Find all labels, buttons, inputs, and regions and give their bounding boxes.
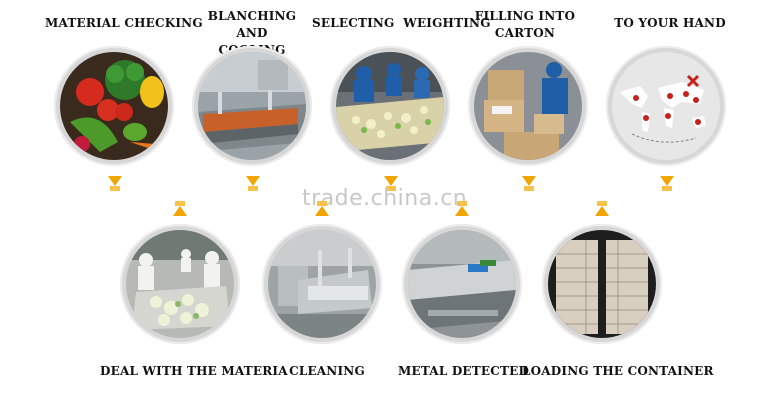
step-label-loading-container: LOADING THE CONTAINER <box>522 364 714 378</box>
arrow-up-icon <box>455 201 469 216</box>
arrow-up-icon <box>173 201 187 216</box>
step-label-selecting-weighting: SELECTING WEIGHTING <box>312 16 491 30</box>
to-your-hand-photo <box>606 46 726 166</box>
step-label-to-your-hand: TO YOUR HAND <box>614 16 726 30</box>
step-label-material-checking: MATERIAL CHECKING <box>45 16 203 30</box>
arrow-up-icon <box>595 201 609 216</box>
arrow-down-icon <box>522 176 536 191</box>
cleaning-photo <box>262 224 382 344</box>
workers-processing-icon <box>126 230 234 338</box>
step-label-deal-material: DEAL WITH THE MATERIA <box>100 364 288 378</box>
arrow-down-icon <box>660 176 674 191</box>
selecting-weighting-photo <box>330 46 450 166</box>
material-checking-photo <box>54 46 174 166</box>
world-map-icon <box>612 52 720 160</box>
washing-machine-icon <box>268 230 376 338</box>
filling-carton-photo <box>468 46 588 166</box>
arrow-down-icon <box>108 176 122 191</box>
arrow-up-icon <box>315 201 329 216</box>
loading-container-photo <box>542 224 662 344</box>
deal-with-material-photo <box>120 224 240 344</box>
blanching-cooling-photo <box>192 46 312 166</box>
step-label-cleaning: CLEANING <box>289 364 365 378</box>
vegetables-icon <box>60 52 168 160</box>
metal-detected-photo <box>402 224 522 344</box>
watermark: trade.china.cn <box>302 186 468 211</box>
container-cartons-icon <box>548 230 656 338</box>
arrow-down-icon <box>384 176 398 191</box>
sorting-workers-icon <box>336 52 444 160</box>
carton-filling-icon <box>474 52 582 160</box>
step-label-filling-carton: FILLING INTO CARTON <box>474 9 576 40</box>
metal-detector-icon <box>408 230 516 338</box>
arrow-down-icon <box>246 176 260 191</box>
blanching-line-icon <box>198 52 306 160</box>
step-label-metal-detected: METAL DETECTED <box>398 364 530 378</box>
